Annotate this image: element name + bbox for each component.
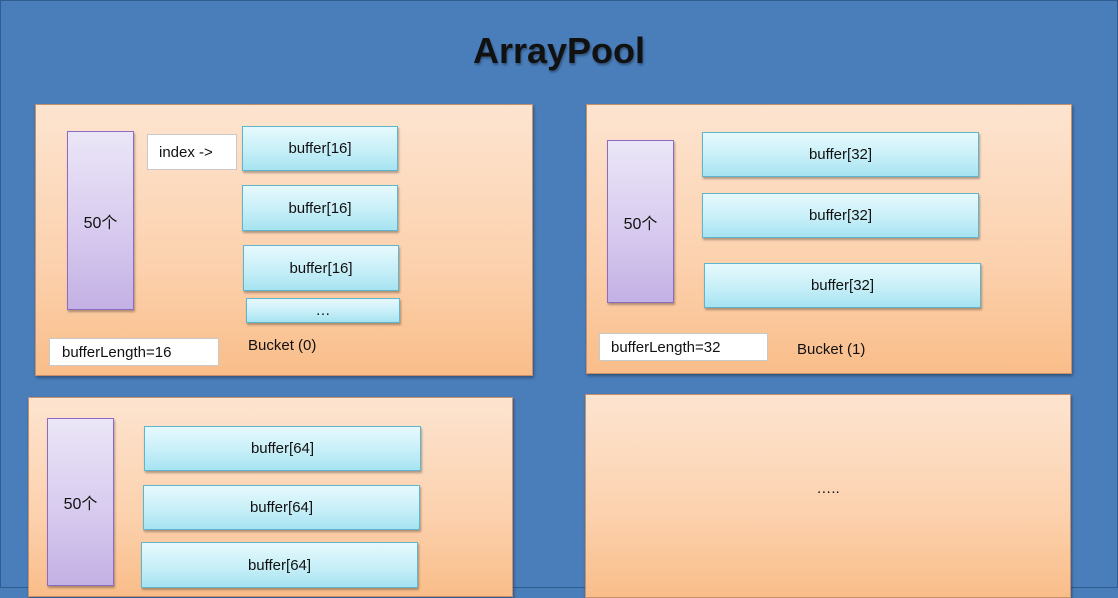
bucket-more-panel: ….. [585, 394, 1071, 598]
bucket-0-buffer-length: bufferLength=16 [49, 338, 219, 366]
bucket-0-index-label: index -> [147, 134, 237, 170]
bucket-1-buffer-length: bufferLength=32 [599, 333, 768, 361]
bucket-1-buffer-1: buffer[32] [702, 132, 979, 177]
index-label-text: index -> [159, 143, 213, 161]
bucket-0-buffer-3: buffer[16] [243, 245, 399, 291]
bucket-2-buffer-3: buffer[64] [141, 542, 418, 588]
bucket-more-ellipsis: ….. [816, 479, 840, 497]
bucket-0-buffer-2: buffer[16] [242, 185, 398, 231]
bucket-1-label: Bucket (1) [797, 341, 866, 358]
buffer-length-text: bufferLength=32 [611, 338, 721, 356]
bucket-0-panel: 50个 index -> buffer[16] buffer[16] buffe… [35, 104, 533, 376]
bucket-2-buffer-2: buffer[64] [143, 485, 420, 530]
bucket-2-panel: 50个 buffer[64] buffer[64] buffer[64] [28, 397, 513, 597]
bucket-0-label: Bucket (0) [248, 337, 317, 354]
bucket-1-count-block: 50个 [607, 140, 674, 303]
bucket-2-count-block: 50个 [47, 418, 114, 586]
bucket-0-buffer-ellipsis: … [246, 298, 400, 323]
diagram-title: ArrayPool [472, 30, 646, 71]
bucket-1-buffer-3: buffer[32] [704, 263, 981, 308]
bucket-0-count-block: 50个 [67, 131, 134, 310]
buffer-length-text: bufferLength=16 [62, 343, 172, 361]
bucket-1-panel: 50个 buffer[32] buffer[32] buffer[32] buf… [586, 104, 1072, 374]
bucket-2-buffer-1: buffer[64] [144, 426, 421, 471]
bucket-0-buffer-1: buffer[16] [242, 126, 398, 171]
bucket-1-buffer-2: buffer[32] [702, 193, 979, 238]
